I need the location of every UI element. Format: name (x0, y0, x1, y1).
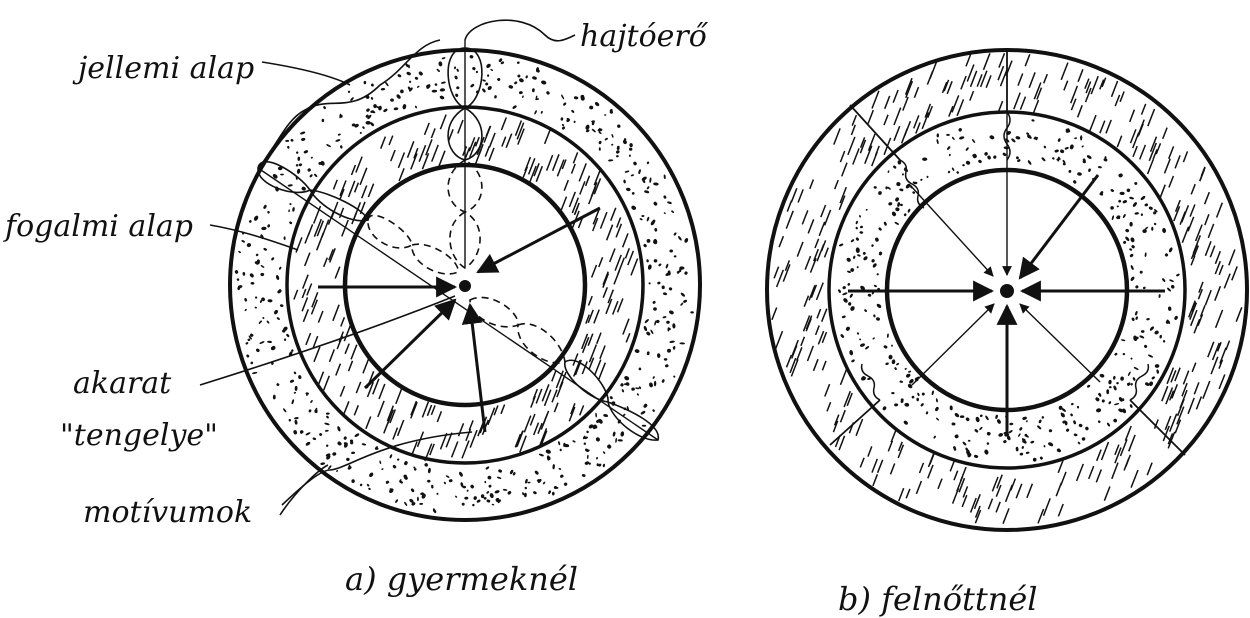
label-motives: motívumok (83, 495, 252, 530)
label-will-axis-1: akarat (73, 366, 172, 401)
will-axis-dot-b (1000, 284, 1014, 298)
label-character-base: jellemi alap (72, 51, 254, 86)
caption-adult: b) felnőttnél (838, 580, 1038, 618)
will-axis-dot-a (459, 280, 471, 292)
diagram-adult: b) felnőttnél (767, 50, 1247, 618)
label-driving-force: hajtóerő (580, 19, 709, 54)
caption-child: a) gyermeknél (345, 560, 578, 598)
label-will-axis-2: "tengelye" (60, 418, 218, 453)
label-conceptual-base: fogalmi alap (3, 209, 193, 244)
diagram-child: jellemi alap hajtóerő fogalmi alap akara… (3, 19, 709, 598)
